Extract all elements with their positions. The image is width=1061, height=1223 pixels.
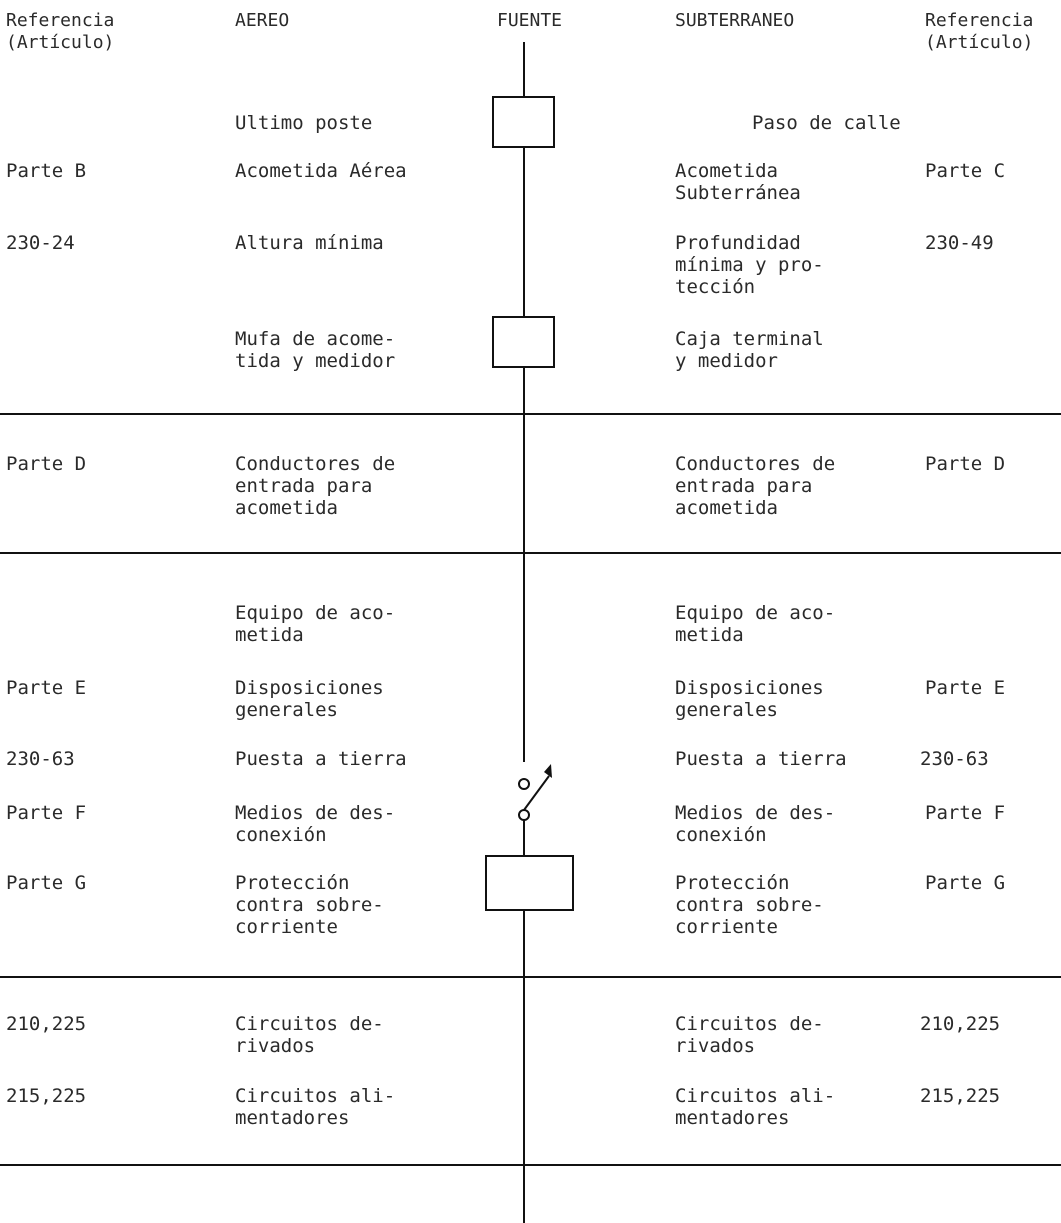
header-fuente: FUENTE <box>497 10 563 31</box>
ref-right: 215,225 <box>920 1085 1001 1107</box>
subterraneo-item: Circuitos ali- mentadores <box>675 1085 836 1129</box>
ref-left: Parte B <box>6 160 87 182</box>
ultimo-poste-label: Ultimo poste <box>235 112 373 134</box>
aereo-item: Circuitos ali- mentadores <box>235 1085 396 1129</box>
aereo-item: Puesta a tierra <box>235 748 407 770</box>
ref-right: Parte C <box>925 160 1006 182</box>
ultimo-poste-box <box>492 96 555 148</box>
subterraneo-item: Conductores de entrada para acometida <box>675 453 836 519</box>
source-line <box>523 367 525 762</box>
paso-de-calle-label: Paso de calle <box>752 112 901 134</box>
header-subterraneo: SUBTERRANEO <box>675 10 795 31</box>
aereo-item: Circuitos de- rivados <box>235 1013 384 1057</box>
subterraneo-item: Puesta a tierra <box>675 748 847 770</box>
header-aereo: AEREO <box>235 10 290 31</box>
header-ref-left: Referencia (Artículo) <box>6 10 115 53</box>
proteccion-box <box>485 855 574 911</box>
subterraneo-item: Profundidad mínima y pro- tección <box>675 232 824 298</box>
aereo-item: Disposiciones generales <box>235 677 384 721</box>
ref-right: 230-49 <box>925 232 994 254</box>
section-divider <box>0 552 1061 554</box>
source-line <box>523 820 525 856</box>
ref-left: 230-63 <box>6 748 75 770</box>
aereo-item: Conductores de entrada para acometida <box>235 453 396 519</box>
subterraneo-item: Disposiciones generales <box>675 677 824 721</box>
ref-left: Parte D <box>6 453 87 475</box>
source-line <box>523 910 525 1223</box>
aereo-item: Mufa de acome- tida y medidor <box>235 328 396 372</box>
subterraneo-item: Protección contra sobre- corriente <box>675 872 824 938</box>
source-line <box>523 42 525 97</box>
source-line <box>523 147 525 317</box>
ref-left: 215,225 <box>6 1085 87 1107</box>
ref-right: Parte D <box>925 453 1006 475</box>
ref-right: Parte G <box>925 872 1006 894</box>
aereo-item: Altura mínima <box>235 232 384 254</box>
ref-left: Parte E <box>6 677 87 699</box>
subterraneo-item: Acometida Subterránea <box>675 160 801 204</box>
switch-icon <box>518 764 552 822</box>
ref-left: Parte G <box>6 872 87 894</box>
aereo-item: Equipo de aco- metida <box>235 602 396 646</box>
ref-left: 210,225 <box>6 1013 87 1035</box>
header-ref-right: Referencia (Artículo) <box>925 10 1034 53</box>
ref-left: Parte F <box>6 802 87 824</box>
subterraneo-item: Caja terminal y medidor <box>675 328 824 372</box>
mufa-medidor-box <box>492 316 555 368</box>
ref-right: Parte F <box>925 802 1006 824</box>
section-divider <box>0 976 1061 978</box>
subterraneo-item: Circuitos de- rivados <box>675 1013 824 1057</box>
ref-left: 230-24 <box>6 232 75 254</box>
ref-right: Parte E <box>925 677 1006 699</box>
subterraneo-item: Medios de des- conexión <box>675 802 836 846</box>
subterraneo-item: Equipo de aco- metida <box>675 602 836 646</box>
aereo-item: Medios de des- conexión <box>235 802 396 846</box>
section-divider <box>0 1164 1061 1166</box>
section-divider <box>0 413 1061 415</box>
ref-right: 230-63 <box>920 748 989 770</box>
ref-right: 210,225 <box>920 1013 1001 1035</box>
aereo-item: Acometida Aérea <box>235 160 407 182</box>
aereo-item: Protección contra sobre- corriente <box>235 872 384 938</box>
